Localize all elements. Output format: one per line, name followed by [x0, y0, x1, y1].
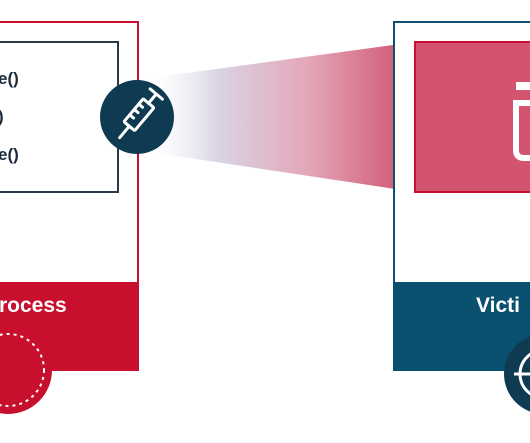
target-icon [0, 326, 52, 414]
victim-process-label: Victi [476, 294, 520, 317]
injection-beam [150, 42, 415, 192]
injected-memory-region [414, 41, 530, 193]
code-line: e() [0, 145, 19, 164]
code-line: e() [0, 69, 19, 88]
syringe-icon [100, 80, 174, 154]
injector-process-label: rocess [0, 294, 67, 317]
crosshair-icon [504, 336, 530, 412]
code-line: ) [0, 107, 4, 127]
victim-process-banner [394, 282, 530, 371]
memory-document-icon [513, 82, 530, 161]
code-box [0, 41, 119, 193]
